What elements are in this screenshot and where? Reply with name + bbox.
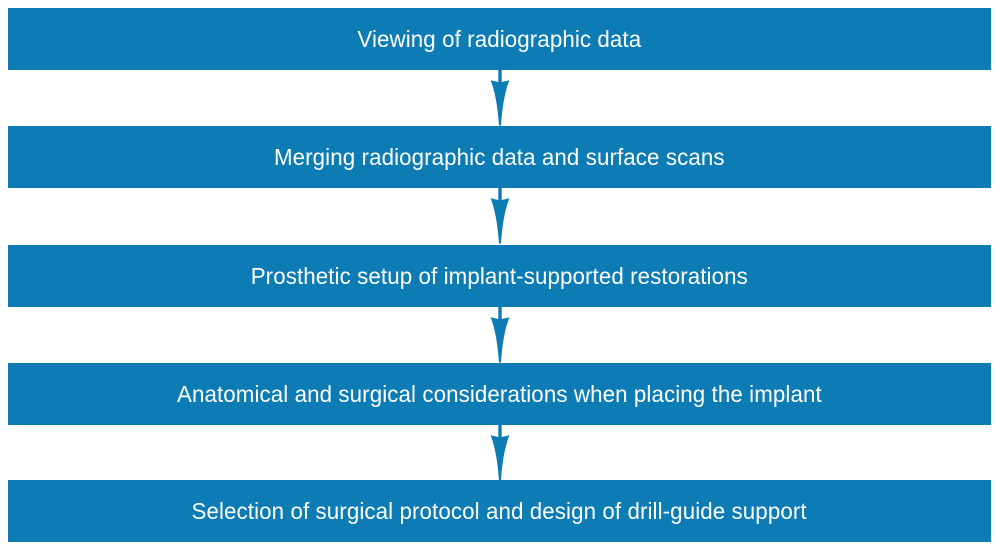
flow-arrow-2-to-3 xyxy=(480,186,520,244)
flow-arrow-3-to-4 xyxy=(480,305,520,363)
flow-step-4: Anatomical and surgical considerations w… xyxy=(8,363,991,425)
arrow-down-icon xyxy=(490,305,510,363)
flow-step-2: Merging radiographic data and surface sc… xyxy=(8,126,991,188)
flow-step-4-label: Anatomical and surgical considerations w… xyxy=(177,380,822,407)
flow-step-5-label: Selection of surgical protocol and desig… xyxy=(191,497,808,524)
flow-step-2-label: Merging radiographic data and surface sc… xyxy=(274,143,725,170)
flow-step-5: Selection of surgical protocol and desig… xyxy=(8,480,991,542)
arrow-down-icon xyxy=(490,68,510,126)
flow-step-3: Prosthetic setup of implant-supported re… xyxy=(8,245,991,307)
arrow-down-icon xyxy=(490,186,510,244)
arrow-down-icon xyxy=(490,423,510,481)
flow-step-1-label: Viewing of radiographic data xyxy=(357,25,642,52)
flow-step-1: Viewing of radiographic data xyxy=(8,8,991,70)
flow-arrow-1-to-2 xyxy=(480,68,520,126)
flow-arrow-4-to-5 xyxy=(480,423,520,481)
flow-step-3-label: Prosthetic setup of implant-supported re… xyxy=(250,262,749,289)
